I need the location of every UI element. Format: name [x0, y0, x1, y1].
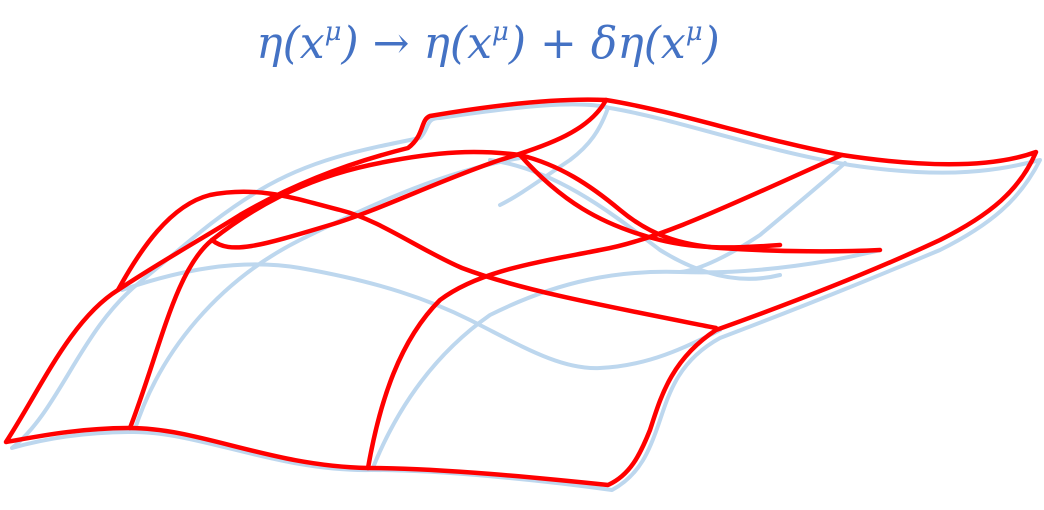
paren-open: ( [643, 18, 661, 69]
arrow-symbol: → [372, 18, 410, 69]
deformed-grid-curve [209, 97, 609, 250]
coordinate-variable: x [660, 18, 686, 69]
original-grid-curve [370, 248, 882, 472]
original-grid-curve [132, 156, 522, 434]
coordinate-variable: x [299, 18, 325, 69]
eta-symbol: η [423, 18, 450, 69]
coordinate-variable: x [467, 18, 492, 69]
mu-index: μ [685, 17, 703, 47]
paren-close: ) [341, 18, 359, 69]
paren-close: ) [508, 18, 526, 69]
deformed-grid-curve [517, 152, 783, 250]
paren-open: ( [282, 18, 300, 69]
paren-close: ) [702, 18, 720, 69]
deformed-grid-curve [365, 152, 845, 471]
original-grid-curve [120, 262, 722, 371]
eta-symbol: η [256, 18, 283, 69]
original-grid-curve [498, 106, 610, 207]
mu-index: μ [324, 17, 342, 47]
delta-eta-symbol: δη [590, 18, 644, 69]
deformed-surface [3, 97, 1039, 488]
plus-symbol: + [539, 18, 577, 69]
original-grid-curve [678, 161, 847, 274]
mu-index: μ [491, 17, 509, 47]
transformation-equation: η(xμ) → η(xμ) + δη(xμ) [0, 14, 976, 80]
paren-open: ( [449, 18, 468, 69]
deformed-boundary [3, 97, 1039, 488]
